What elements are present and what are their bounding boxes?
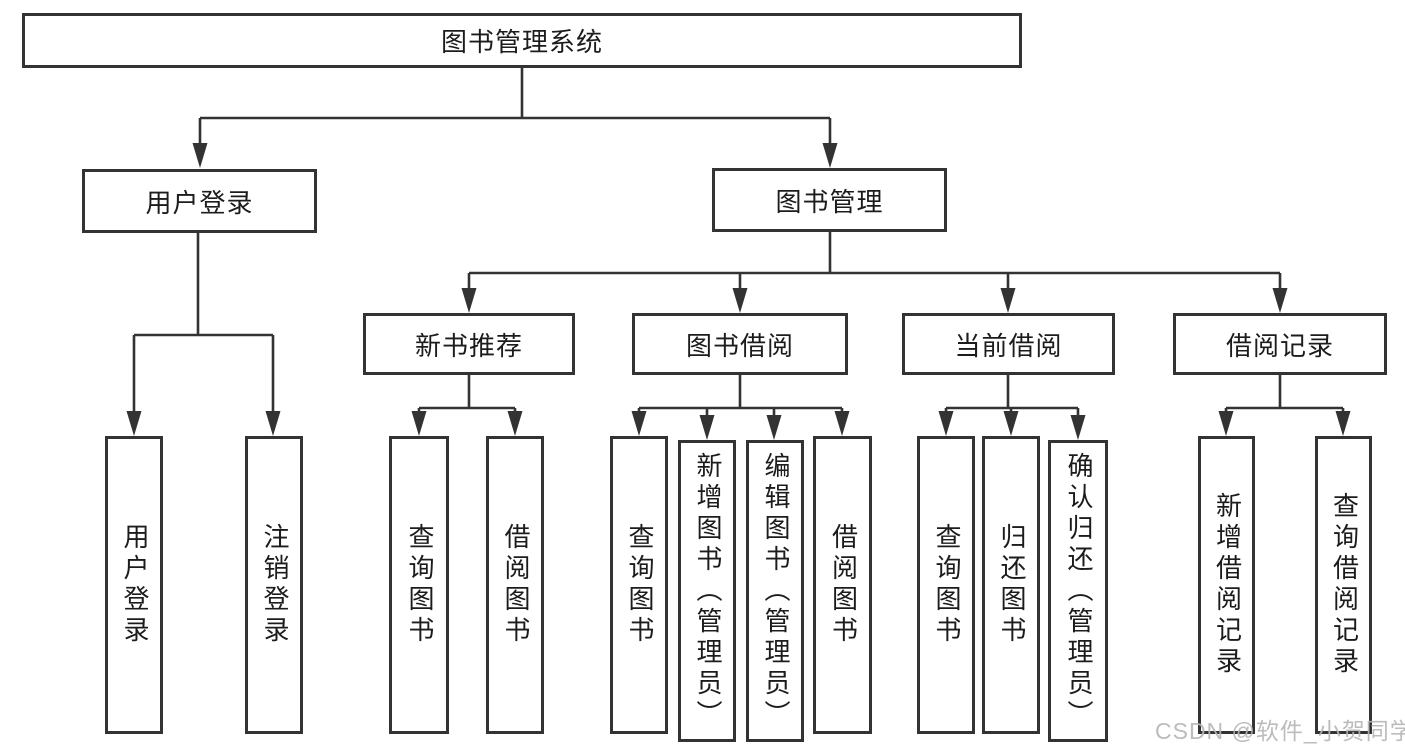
leaf-add-borrow-record: 新增借阅记录 — [1198, 436, 1255, 734]
connector-user-branch — [132, 233, 275, 412]
arrowhead — [192, 143, 208, 168]
node-book-borrow: 图书借阅 — [632, 313, 848, 375]
node-user-login: 用户登录 — [82, 169, 317, 233]
leaf-user-login: 用户登录 — [105, 436, 163, 734]
arrowhead — [1000, 288, 1016, 313]
connector-borrow-branch — [637, 375, 844, 416]
leaf-edit-book-admin: 编辑图书（管理员） — [746, 440, 804, 742]
arrowhead — [1335, 411, 1351, 436]
leaf-query-book: 查询图书 — [610, 436, 668, 734]
connector-current-branch — [944, 375, 1080, 416]
arrowhead — [834, 411, 850, 436]
node-current-borrow: 当前借阅 — [902, 313, 1115, 375]
arrowhead — [461, 288, 477, 313]
leaf-borrow-book: 借阅图书 — [813, 436, 872, 734]
leaf-query-book: 查询图书 — [389, 436, 449, 734]
arrowhead — [1003, 411, 1019, 436]
leaf-add-book-admin: 新增图书（管理员） — [678, 440, 736, 742]
leaf-query-book: 查询图书 — [917, 436, 975, 734]
leaf-borrow-book: 借阅图书 — [486, 436, 544, 734]
connector-recommend-branch — [417, 375, 517, 412]
arrowhead — [265, 411, 281, 436]
connector-records-branch — [1224, 375, 1345, 412]
connector-root-branch — [198, 68, 832, 144]
csdn-watermark: CSDN @软件_小贺同学 — [1155, 718, 1405, 744]
arrowhead — [938, 411, 954, 436]
arrowhead — [1070, 415, 1086, 440]
leaf-logout: 注销登录 — [245, 436, 303, 734]
arrowhead — [1218, 411, 1234, 436]
arrowhead — [411, 411, 427, 436]
leaf-return-book: 归还图书 — [982, 436, 1040, 734]
node-book-management: 图书管理 — [712, 168, 947, 232]
connector-book-branch — [467, 232, 1282, 289]
node-new-book-recommend: 新书推荐 — [363, 313, 575, 375]
arrowhead — [631, 411, 647, 436]
arrowhead — [822, 143, 838, 168]
arrowhead — [507, 411, 523, 436]
arrowhead — [126, 411, 142, 436]
node-library-management-system: 图书管理系统 — [22, 13, 1022, 68]
arrowhead — [699, 415, 715, 440]
leaf-query-borrow-record: 查询借阅记录 — [1315, 436, 1372, 734]
arrowhead — [1272, 288, 1288, 313]
leaf-confirm-return-admin: 确认归还（管理员） — [1048, 440, 1108, 742]
arrowhead — [732, 288, 748, 313]
arrowhead — [766, 415, 782, 440]
node-borrow-records: 借阅记录 — [1173, 313, 1387, 375]
